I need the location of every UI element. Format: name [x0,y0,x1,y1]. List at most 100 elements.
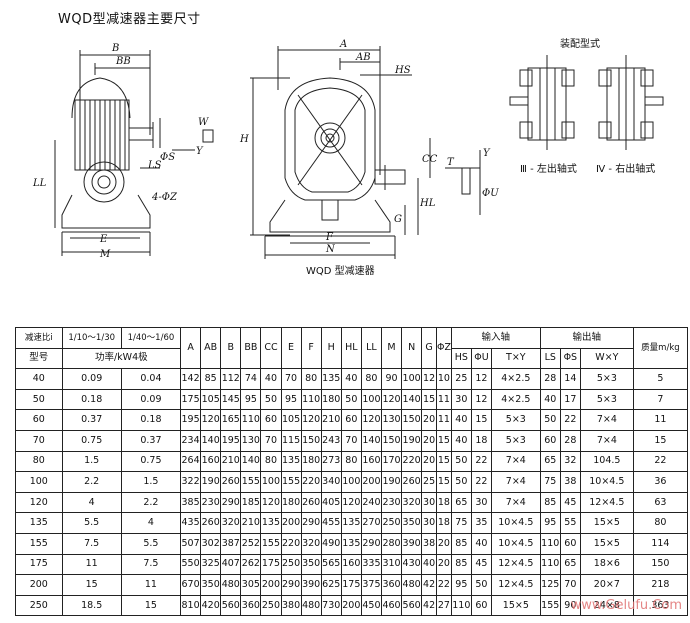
table-cell: 670 [180,574,202,596]
table-cell: 5 [632,368,689,390]
table-cell: 15 [61,574,122,596]
header-ratio: 减速比i [15,327,63,349]
header-ratio-b: 1/40～1/60 [120,327,182,349]
header-input-col: ΦU [470,347,492,370]
table-cell: 120 [260,491,282,514]
table-cell: 100 [401,368,423,390]
table-cell: 4 [61,491,122,514]
table-cell: 335 [360,553,382,576]
table-cell: 7×4 [579,409,634,431]
table-cell: 22 [470,450,492,473]
table-cell: 200 [280,512,302,534]
table-cell: 250 [15,594,63,617]
watermark: www.Gelufu.Com [570,598,682,613]
table-cell: 0.75 [120,450,182,473]
table-cell: 310 [380,553,403,576]
table-cell: 120 [340,491,362,514]
table-cell: 320 [401,491,423,514]
table-cell: 50 [470,574,492,596]
table-cell: 38 [559,471,581,493]
header-input-col: HS [450,347,472,370]
table-cell: 20 [435,553,452,576]
table-cell: 45 [470,553,492,576]
table-cell: 455 [320,512,342,534]
table-cell: 360 [240,594,262,617]
table-cell: 7×4 [490,491,541,514]
table-cell: 435 [180,512,202,534]
table-cell: 70 [280,368,302,390]
page-title: WQD型减速器主要尺寸 [58,12,201,27]
dim-label-w: W [198,117,209,128]
table-cell: 7.5 [61,532,122,555]
type4-caption: Ⅳ - 右出轴式 [596,162,655,175]
table-cell: 175 [180,388,202,411]
table-cell: 7.5 [120,553,182,576]
table-cell: 262 [240,553,262,576]
dim-label-a: A [339,39,347,50]
table-cell: 234 [180,429,202,452]
table-cell: 210 [220,450,242,473]
table-cell: 30 [470,491,492,514]
table-cell: 4×2.5 [490,388,541,411]
header-output-col: W×Y [579,347,634,370]
table-cell: 60 [15,409,63,431]
type3-caption: Ⅲ - 左出轴式 [520,162,577,175]
table-cell: 430 [401,553,423,576]
table-cell: 15×5 [579,512,634,534]
table-cell: 260 [220,471,242,493]
dim-label-h: H [239,134,249,145]
table-cell: 1.5 [120,471,182,493]
table-cell: 5.5 [120,532,182,555]
table-cell: 60 [340,409,362,431]
table-cell: 175 [15,553,63,576]
table-cell: 2.2 [120,491,182,514]
table-cell: 15 [470,409,492,431]
table-cell: 22 [559,409,581,431]
header-dim: CC [260,326,282,370]
table-cell: 120 [300,409,322,431]
table-cell: 20 [421,409,437,431]
header-output-col: LS [539,347,561,370]
table-cell: 50 [340,388,362,411]
table-cell: 28 [559,429,581,452]
table-cell: 114 [632,532,689,555]
table-cell: 85 [450,532,472,555]
table-cell: 260 [200,512,222,534]
table-cell: 50 [260,388,282,411]
side-view [54,50,214,256]
table-cell: 50 [450,471,472,493]
table-cell: 95 [280,388,302,411]
table-cell: 38 [421,532,437,555]
table-cell: 104.5 [579,450,634,473]
table-cell: 12 [421,368,437,390]
table-cell: 155 [539,594,561,617]
table-cell: 130 [240,429,262,452]
dim-label-g: G [394,214,402,225]
header-ratio-a: 1/10～1/30 [61,327,122,349]
dim-label-y2: Y [483,148,491,159]
dim-label-e: E [99,234,108,245]
table-cell: 150 [300,429,322,452]
table-cell: 550 [180,553,202,576]
table-cell: 27 [435,594,452,617]
table-cell: 5.5 [61,512,122,534]
table-cell: 220 [401,450,423,473]
table-cell: 110 [539,532,561,555]
table-cell: 5×3 [579,368,634,390]
table-cell: 5×3 [490,429,541,452]
table-cell: 12 [470,368,492,390]
table-cell: 100 [260,471,282,493]
dim-label-ls: LS [147,160,162,171]
table-cell: 18 [470,429,492,452]
table-cell: 10 [435,368,452,390]
table-cell: 385 [180,491,202,514]
table-cell: 65 [559,553,581,576]
table-cell: 155 [15,532,63,555]
table-cell: 60 [260,409,282,431]
header-output-col: ΦS [559,347,581,370]
table-cell: 1.5 [61,450,122,473]
dim-label-hs: HS [394,65,411,76]
